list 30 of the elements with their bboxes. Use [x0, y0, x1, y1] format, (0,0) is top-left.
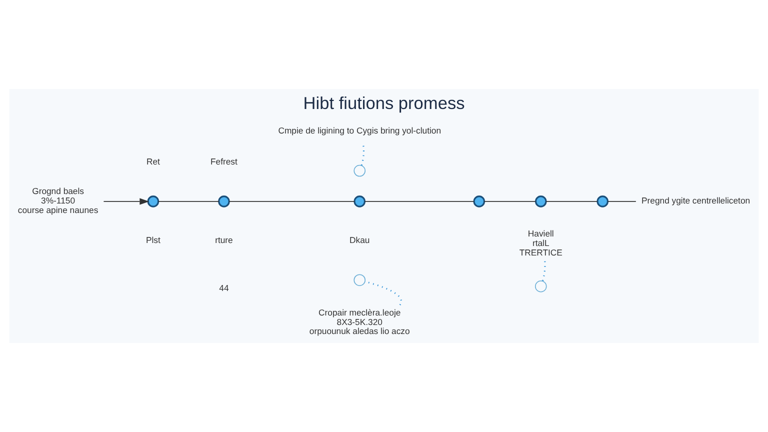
- node-circle: [534, 196, 547, 208]
- node-text: Cmpie de ligining to Cygis bring yol-clution: [278, 126, 442, 136]
- label: Dkau: [350, 234, 370, 245]
- node-circle: [218, 196, 230, 208]
- node-text: Pregnd ygite centrelleliceton: [642, 196, 750, 206]
- connector: [542, 261, 546, 282]
- node-text: Grognd baels 3%-1150 course apine naunes: [18, 186, 98, 216]
- label: Fefrest: [210, 156, 238, 166]
- connector: [360, 146, 365, 166]
- node-text: Haviell rtalL TRERTICE: [519, 228, 562, 258]
- diagram-title: Hibt fiutions promess: [303, 93, 465, 114]
- node-circle: [596, 196, 609, 208]
- node-circle: [534, 280, 547, 292]
- node-circle: [354, 164, 366, 177]
- label: rture: [215, 234, 233, 245]
- node-text: Cropair meclèra.leoje 8X3-5K.320 orpuounuk aledas lio aczo: [309, 307, 410, 336]
- connector: [546, 201, 598, 202]
- node-circle: [147, 196, 160, 208]
- node-circle: [473, 196, 486, 208]
- connector: [228, 201, 355, 202]
- node-circle: [354, 274, 366, 286]
- connector: [484, 201, 536, 202]
- label: 44: [219, 282, 229, 293]
- label: Plst: [146, 234, 160, 245]
- connector: [158, 201, 220, 202]
- arrow: [103, 198, 150, 205]
- node-circle: [354, 196, 366, 208]
- label: Ret: [146, 156, 160, 166]
- connector: [607, 201, 636, 202]
- connector: [364, 201, 474, 202]
